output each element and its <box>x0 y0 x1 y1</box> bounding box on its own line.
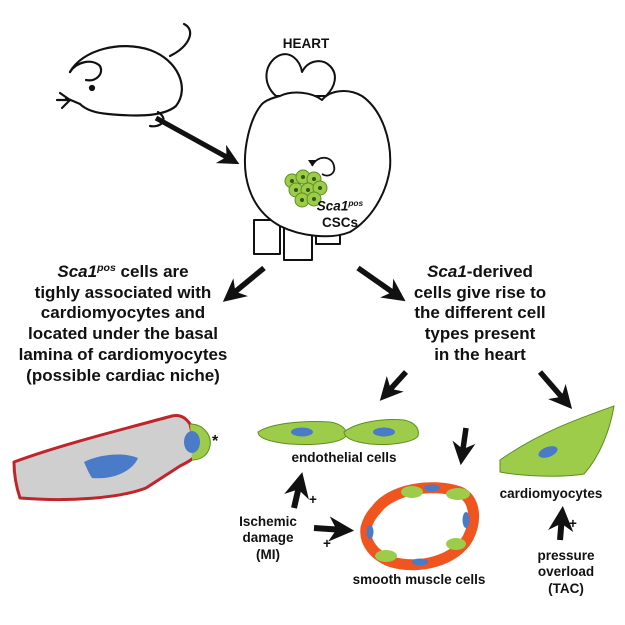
left-statement-line1: Sca1pos cells are <box>57 262 189 281</box>
arrow-to-cardiomyocytes <box>537 370 573 409</box>
asterisk-label: * <box>212 433 219 450</box>
arrow-mouse-to-heart <box>154 115 240 165</box>
heart-title: HEART <box>282 36 330 51</box>
arrow-heart-to-right-text <box>356 265 406 302</box>
right-statement: Sca1-derived cells give rise to the diff… <box>380 262 580 366</box>
csc-cluster <box>284 169 328 208</box>
arrow-to-smooth-muscle <box>452 427 476 466</box>
gray-cardiomyocyte <box>12 414 211 502</box>
arrow-ischemic-to-smooth-muscle <box>313 516 355 542</box>
arrow-pressure-to-cardiomyocytes <box>548 505 574 541</box>
pressure-overload-label: pressure overload (TAC) <box>537 548 595 596</box>
endothelial-label: endothelial cells <box>291 450 397 465</box>
arrow-heart-to-left-text <box>222 265 266 302</box>
green-cardiomyocyte <box>499 405 615 477</box>
endothelial-cells <box>257 419 419 445</box>
self-renewal-icon <box>308 156 336 177</box>
cardiomyocytes-label: cardiomyocytes <box>499 486 603 501</box>
right-statement-line1: Sca1-derived <box>427 262 533 281</box>
plus-sign-cardiomyocytes: + <box>569 516 577 531</box>
ischemic-damage-label: Ischemic damage (MI) <box>239 514 297 562</box>
csc-label: Sca1pos CSCs <box>290 198 390 232</box>
smooth-muscle-cells <box>360 482 480 571</box>
smooth-muscle-label: smooth muscle cells <box>352 572 486 587</box>
arrow-ischemic-to-endothelial <box>284 472 309 509</box>
mouse-icon <box>55 22 192 128</box>
plus-sign-smooth-muscle: + <box>323 536 331 551</box>
csc-gene-line: Sca1pos <box>316 198 364 214</box>
plus-sign-endothelial: + <box>309 492 317 507</box>
heart-outline <box>244 53 392 261</box>
arrow-to-endothelial <box>379 370 409 401</box>
left-statement: Sca1pos cells are tighly associated with… <box>0 262 246 386</box>
